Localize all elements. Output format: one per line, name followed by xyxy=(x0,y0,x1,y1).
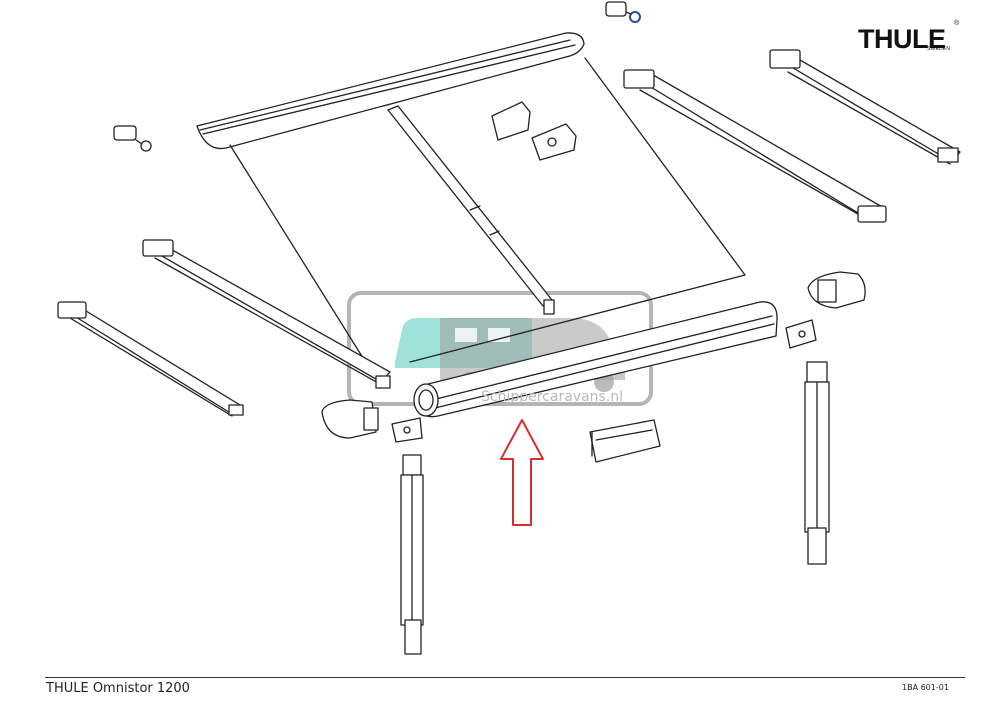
left-long-arm xyxy=(142,239,391,389)
left-end-plug xyxy=(113,125,152,152)
tension-rafter xyxy=(387,105,555,315)
drawing-code: 1BA 601-01 xyxy=(902,683,949,692)
right-long-arm xyxy=(623,69,887,223)
right-support-leg xyxy=(804,361,830,565)
center-mount-bracket xyxy=(491,101,577,161)
left-foot-bracket xyxy=(391,417,423,443)
left-support-leg xyxy=(400,454,424,655)
right-foot-bracket xyxy=(785,319,817,349)
brand-tagline: SWEDEN xyxy=(927,46,951,52)
wall-bracket xyxy=(589,419,661,463)
right-short-arm xyxy=(769,49,961,165)
registered-mark: ® xyxy=(954,20,960,27)
footer-divider xyxy=(45,677,965,678)
brand-logo: THULE xyxy=(858,24,946,54)
right-end-cap xyxy=(807,271,866,309)
red-indicator-arrow xyxy=(500,419,544,526)
top-profile xyxy=(196,32,585,150)
right-end-plug xyxy=(605,1,641,23)
watermark-text: Schippercaravans.nl xyxy=(481,389,624,405)
front-lead-rail xyxy=(413,301,778,418)
left-short-arm xyxy=(57,301,244,417)
footer-title: THULE Omnistor 1200 xyxy=(46,681,190,696)
left-end-cap xyxy=(321,399,379,439)
